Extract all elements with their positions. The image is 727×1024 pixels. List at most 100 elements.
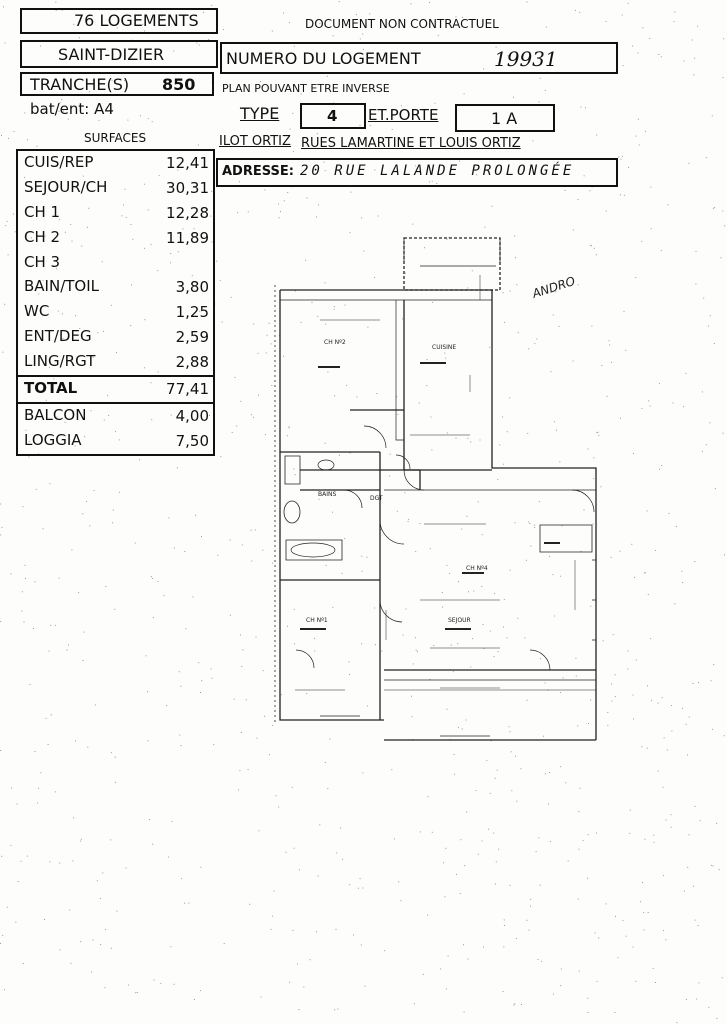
speckle [287, 625, 288, 627]
speckle [497, 651, 499, 653]
speckle [150, 576, 152, 577]
speckle [590, 699, 592, 701]
speckle [173, 983, 175, 985]
speckle [318, 204, 319, 206]
speckle [201, 680, 203, 682]
speckle [50, 714, 52, 716]
speckle [318, 498, 320, 500]
speckle [132, 238, 134, 240]
speckle [10, 573, 12, 575]
speckle [334, 395, 336, 397]
speckle [650, 228, 652, 230]
speckle [21, 591, 23, 593]
speckle [553, 282, 555, 283]
speckle [459, 147, 461, 149]
speckle [139, 459, 141, 461]
speckle [262, 670, 264, 672]
speckle [632, 946, 634, 948]
speckle [596, 432, 598, 434]
speckle [26, 855, 28, 857]
speckle [359, 124, 361, 126]
speckle [102, 330, 104, 332]
speckle [450, 644, 452, 646]
speckle [170, 262, 171, 264]
speckle [280, 211, 281, 213]
speckle [317, 875, 319, 877]
speckle [692, 683, 694, 684]
speckle [288, 22, 290, 24]
speckle [530, 898, 532, 900]
speckle [168, 517, 170, 519]
speckle [144, 30, 146, 32]
speckle [534, 527, 536, 529]
speckle [344, 304, 346, 306]
speckle [439, 968, 441, 970]
speckle [658, 54, 660, 55]
speckle [446, 564, 448, 566]
surface-value: 2,88 [175, 353, 209, 372]
speckle [572, 229, 574, 231]
speckle [504, 925, 505, 926]
speckle [528, 521, 530, 523]
logements-box: 76 LOGEMENTS [20, 8, 218, 34]
speckle [32, 188, 34, 190]
speckle [13, 131, 15, 132]
speckle [555, 291, 557, 293]
speckle [503, 946, 505, 948]
speckle [612, 634, 614, 636]
surface-label: CH 3 [24, 252, 61, 271]
speckle [88, 207, 90, 209]
speckle [144, 367, 146, 369]
speckle [131, 284, 132, 286]
speckle [415, 649, 417, 651]
speckle [166, 705, 168, 707]
speckle [447, 955, 449, 957]
speckle [444, 352, 446, 354]
speckle [653, 834, 655, 836]
speckle [374, 277, 376, 278]
speckle [520, 768, 522, 770]
speckle [548, 555, 550, 557]
speckle [58, 577, 60, 579]
speckle [448, 236, 450, 238]
speckle [714, 207, 716, 209]
speckle [237, 212, 239, 214]
speckle [361, 217, 363, 219]
speckle [694, 919, 696, 921]
speckle [265, 434, 266, 436]
speckle [466, 515, 468, 517]
plan-notice: PLAN POUVANT ETRE INVERSE [222, 82, 390, 95]
speckle [316, 133, 318, 135]
speckle [112, 54, 114, 56]
speckle [711, 864, 713, 866]
numero-label: NUMERO DU LOGEMENT [226, 49, 421, 68]
speckle [1, 855, 3, 857]
speckle [110, 304, 112, 306]
speckle [631, 543, 633, 545]
speckle [327, 788, 329, 789]
speckle [95, 704, 97, 706]
speckle [338, 454, 340, 456]
speckle [659, 468, 660, 470]
speckle [251, 560, 253, 562]
speckle [473, 590, 475, 592]
speckle [526, 1, 528, 3]
speckle [272, 562, 274, 564]
speckle [319, 23, 321, 25]
speckle [716, 822, 718, 824]
speckle [538, 101, 540, 103]
speckle [615, 915, 616, 917]
speckle [588, 723, 589, 724]
speckle [6, 220, 8, 222]
porte-label: ET.PORTE [368, 106, 439, 124]
speckle [180, 685, 182, 687]
speckle [470, 666, 472, 668]
speckle [171, 820, 173, 822]
extra-label: LOGGIA [24, 430, 82, 449]
speckle [265, 352, 267, 354]
speckle [422, 973, 424, 975]
speckle [620, 158, 622, 160]
surface-value: 12,41 [166, 154, 209, 172]
speckle [326, 75, 328, 77]
surface-value: 3,80 [175, 278, 209, 297]
